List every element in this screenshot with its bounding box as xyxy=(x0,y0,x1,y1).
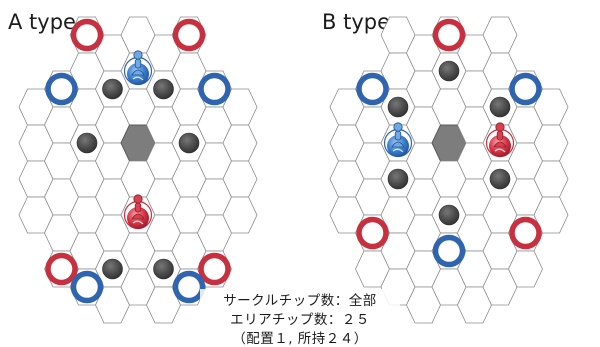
dark-chip xyxy=(387,168,409,190)
caption-allocation: （配置１, 所持２４） xyxy=(200,327,400,347)
board-b-title: B type xyxy=(322,10,390,34)
dark-chip xyxy=(153,258,174,280)
dark-chip xyxy=(438,60,460,82)
dark-chip xyxy=(153,78,174,100)
caption-area-chips: エリアチップ数：２５ xyxy=(200,308,400,328)
red-circle-chip xyxy=(172,18,206,52)
dark-chip xyxy=(387,96,409,118)
red-circle-chip xyxy=(45,252,78,286)
blue-circle-chip xyxy=(509,72,542,106)
blue-circle-chip xyxy=(356,72,389,106)
dark-chip xyxy=(178,132,200,154)
blue-circle-chip xyxy=(70,270,104,304)
hex-cell xyxy=(222,196,258,234)
red-circle-chip xyxy=(509,216,542,250)
dark-chip xyxy=(489,168,511,190)
red-pawn-piece xyxy=(485,122,515,158)
red-pawn-piece xyxy=(123,194,153,230)
dark-chip xyxy=(438,204,460,226)
red-circle-chip xyxy=(70,18,104,52)
blue-pawn-piece xyxy=(123,50,153,86)
dark-chip xyxy=(102,258,123,280)
board-a-title: A type xyxy=(8,10,76,34)
caption-circle-chips: サークルチップ数：全部 xyxy=(200,289,400,309)
board-b xyxy=(329,16,569,324)
red-circle-chip xyxy=(198,252,231,286)
blue-circle-chip xyxy=(45,72,78,106)
board-a xyxy=(18,16,258,324)
dark-chip xyxy=(102,78,123,100)
red-circle-chip xyxy=(356,216,389,250)
dark-chip xyxy=(76,132,98,154)
blue-circle-chip xyxy=(172,270,206,304)
hex-cell xyxy=(508,250,543,288)
blue-pawn-piece xyxy=(383,122,413,158)
hex-cell xyxy=(533,196,569,234)
red-circle-chip xyxy=(432,18,466,52)
blue-circle-chip xyxy=(198,72,231,106)
dark-chip xyxy=(489,96,511,118)
blue-circle-chip xyxy=(432,234,466,268)
